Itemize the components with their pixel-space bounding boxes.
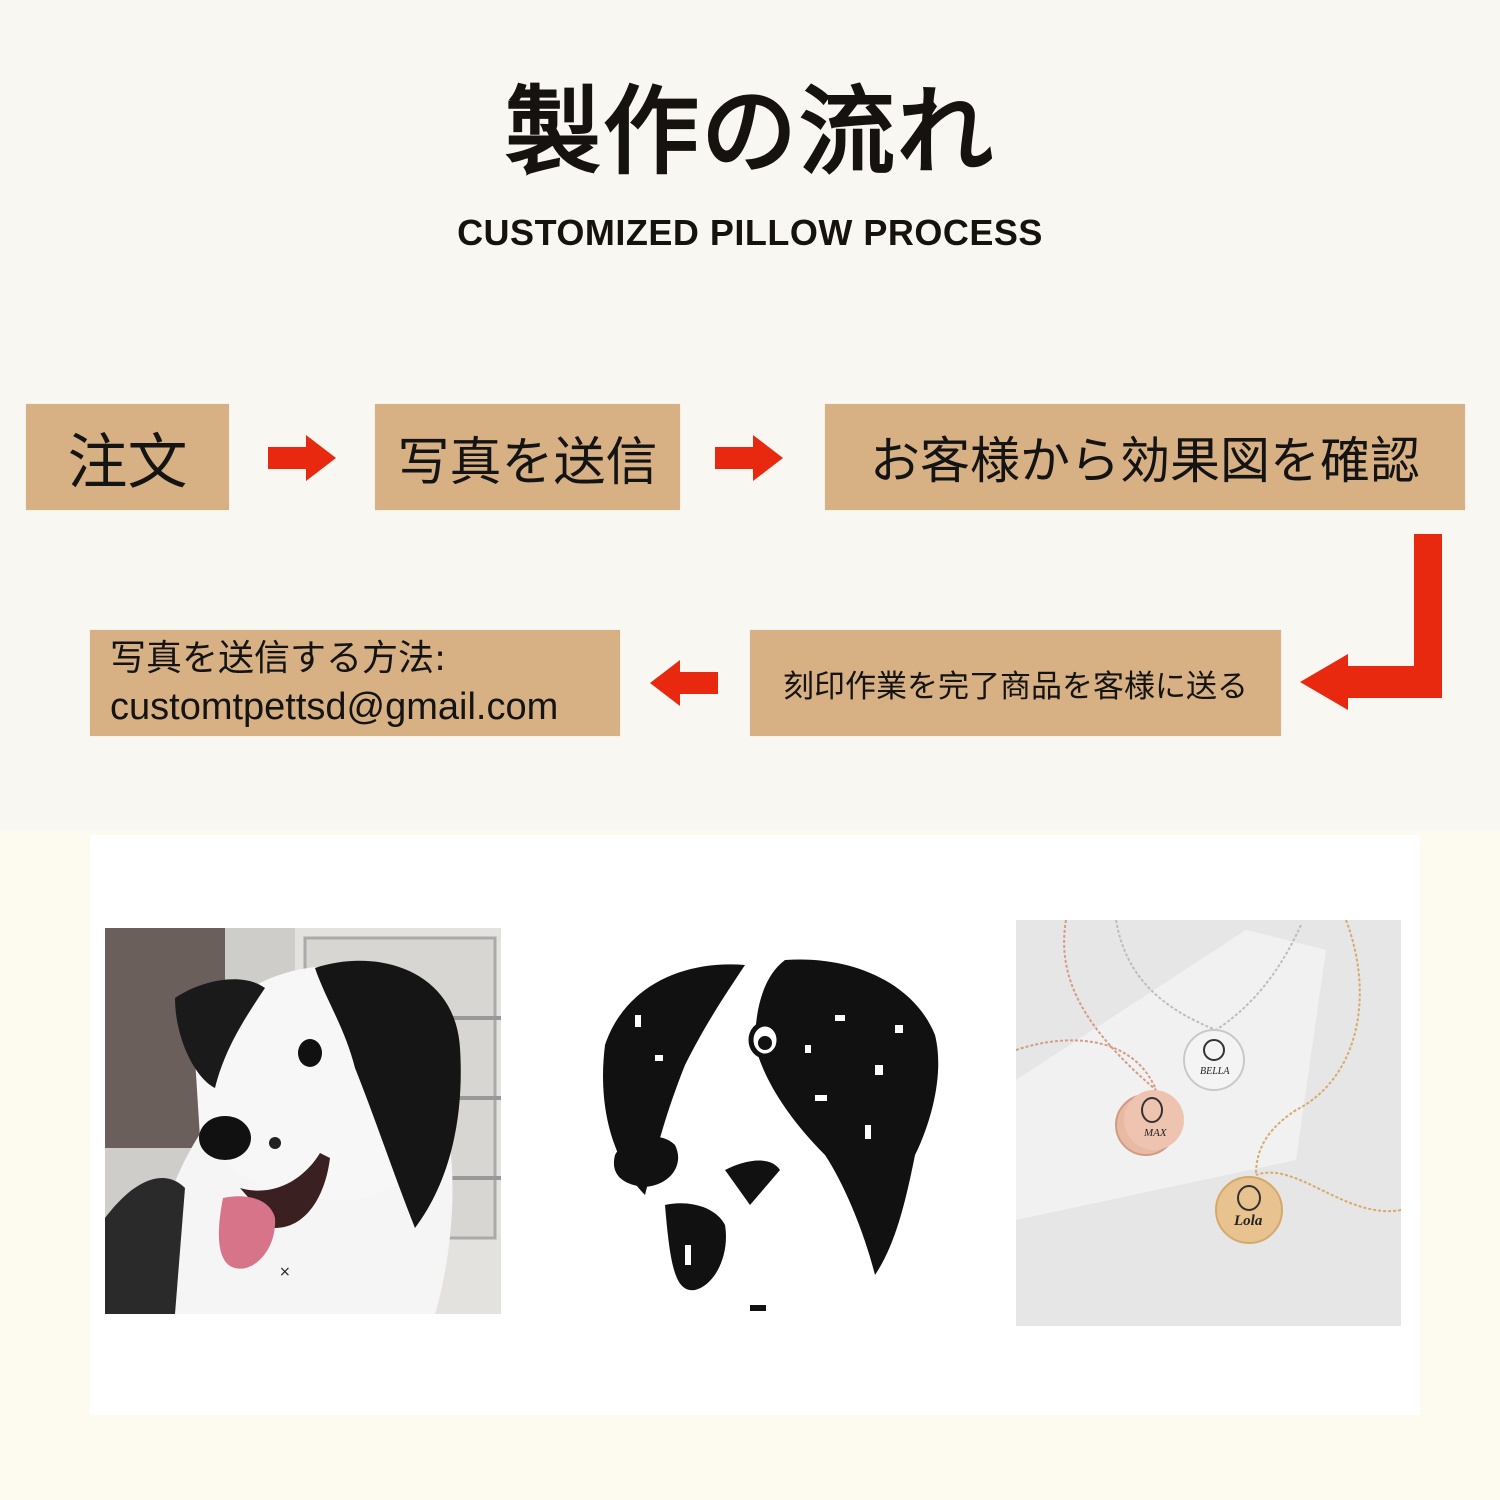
step-label: 写真を送信	[397, 432, 658, 493]
engraving-sketch	[575, 955, 965, 1315]
how-to-send-label: 写真を送信する方法:	[110, 638, 447, 679]
pendant-name-max: MAX	[1144, 1127, 1167, 1139]
pendant-name-bella: BELLA	[1200, 1066, 1230, 1077]
arrow-left-icon	[650, 660, 718, 706]
step-send-photo: 写真を送信	[375, 404, 680, 510]
finished-necklaces: MAX BELLA Lola	[1016, 920, 1401, 1326]
arrow-right-icon	[268, 435, 336, 481]
step-confirm-preview: お客様から効果図を確認	[825, 404, 1465, 510]
step-label: 刻印作業を完了商品を客様に送る	[783, 668, 1248, 705]
page-subtitle: CUSTOMIZED PILLOW PROCESS	[457, 212, 1043, 253]
step-how-to-send: 写真を送信する方法: customtpettsd@gmail.com	[90, 630, 620, 736]
step-engrave-ship: 刻印作業を完了商品を客様に送る	[750, 630, 1281, 736]
contact-email[interactable]: customtpettsd@gmail.com	[110, 686, 559, 728]
arrow-right-icon	[715, 435, 783, 481]
arrow-down-left-icon	[1300, 534, 1442, 710]
photo-mark: ×	[279, 1264, 291, 1280]
step-order: 注文	[26, 404, 229, 510]
original-dog-photo: ×	[105, 928, 501, 1314]
page-title: 製作の流れ	[505, 76, 995, 188]
pendant-name-lola: Lola	[1234, 1213, 1263, 1229]
step-label: お客様から効果図を確認	[870, 432, 1420, 490]
step-label: 注文	[67, 427, 188, 498]
